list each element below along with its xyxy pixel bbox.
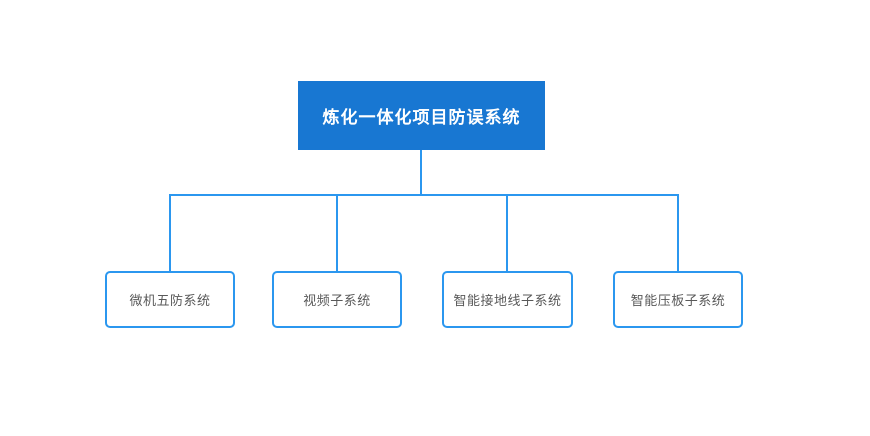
connector-drop-child-4 (677, 194, 679, 271)
root-node-label: 炼化一体化项目防误系统 (322, 108, 521, 127)
child-node-label: 智能接地线子系统 (453, 293, 562, 308)
connector-horizontal-bar (169, 194, 679, 196)
root-node[interactable]: 炼化一体化项目防误系统 (298, 81, 545, 150)
connector-drop-child-3 (506, 194, 508, 271)
connector-root-stem (420, 150, 422, 194)
child-node-label: 微机五防系统 (129, 293, 211, 308)
child-node-video[interactable]: 视频子系统 (272, 271, 402, 328)
connector-drop-child-1 (169, 194, 171, 271)
child-node-label: 视频子系统 (303, 293, 371, 308)
child-node-wjwf[interactable]: 微机五防系统 (105, 271, 235, 328)
connector-drop-child-2 (336, 194, 338, 271)
child-node-label: 智能压板子系统 (630, 293, 726, 308)
child-node-grounding[interactable]: 智能接地线子系统 (442, 271, 573, 328)
child-node-pressplate[interactable]: 智能压板子系统 (613, 271, 743, 328)
